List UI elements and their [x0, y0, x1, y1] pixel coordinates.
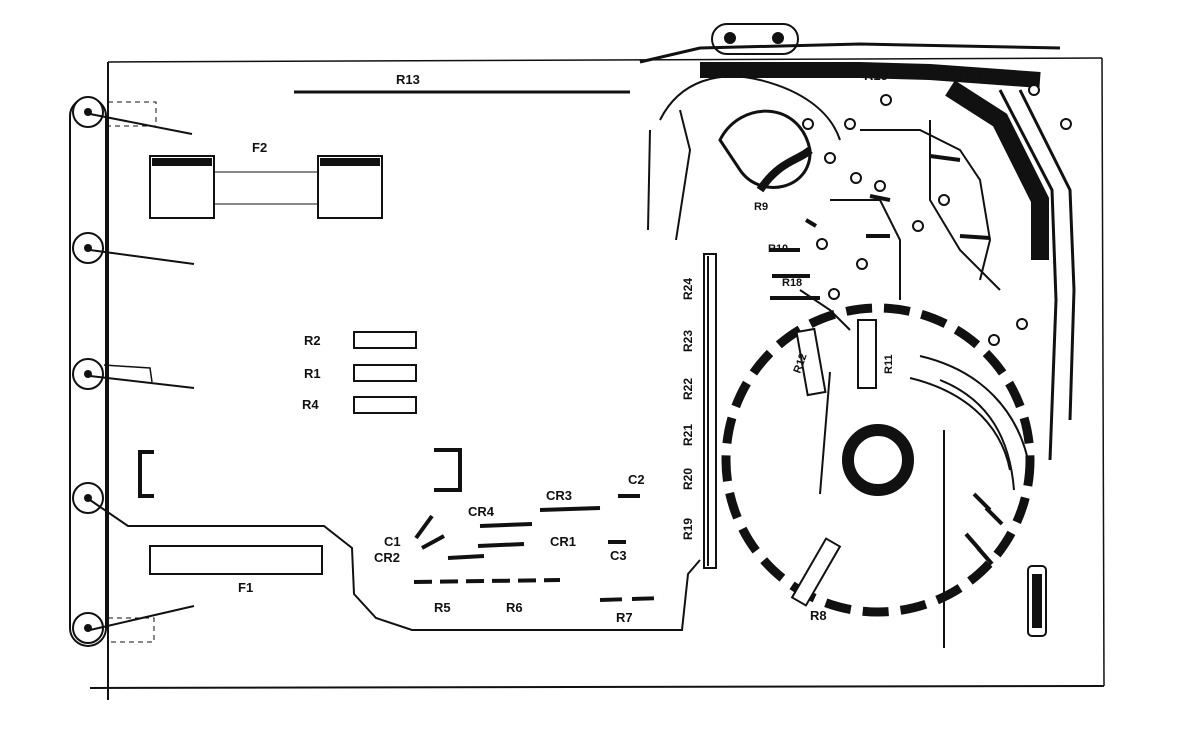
copper-traces [639, 42, 1076, 461]
label-r16: R16 [960, 68, 984, 83]
resistor-group-left [353, 331, 417, 414]
small-components [413, 494, 665, 602]
label-f1: F1 [238, 580, 253, 595]
fuse-f2 [149, 155, 383, 219]
label-cr2: CR2 [374, 550, 400, 565]
label-r1: R1 [304, 366, 321, 381]
label-c3: C3 [610, 548, 627, 563]
board-outline [89, 57, 1105, 700]
label-r18: R18 [782, 277, 802, 289]
label-r10: R10 [768, 243, 788, 255]
label-r24: R24 [681, 278, 695, 300]
lower-right-components [964, 492, 1047, 637]
solder-pads [802, 84, 1072, 346]
terminal-leads [89, 113, 701, 631]
label-r21: R21 [681, 424, 695, 446]
label-r19: R19 [681, 518, 695, 540]
terminal-1 [72, 96, 104, 128]
clip-brackets [138, 448, 462, 498]
label-r15: R15 [864, 68, 888, 83]
resistor-r1 [353, 364, 417, 382]
label-c2: C2 [628, 472, 645, 487]
label-cr4: CR4 [468, 504, 495, 519]
terminal-4 [72, 482, 104, 514]
labels: R13 R15 R16 F2 F1 R2 R1 R4 R5 R6 R7 R8 R… [238, 68, 984, 625]
label-r11: R11 [883, 354, 895, 374]
label-r20: R20 [681, 468, 695, 490]
label-r13: R13 [396, 72, 420, 87]
label-c1: C1 [384, 534, 401, 549]
top-connector [711, 23, 799, 55]
resistor-r4 [353, 396, 417, 414]
label-cr3: CR3 [546, 488, 572, 503]
label-r23: R23 [681, 330, 695, 352]
label-r7: R7 [616, 610, 633, 625]
terminal-strip [69, 96, 157, 647]
resistor-strip [703, 253, 717, 569]
label-r8: R8 [810, 608, 827, 623]
label-r22: R22 [681, 378, 695, 400]
terminal-3 [72, 358, 104, 390]
terminal-2 [72, 232, 104, 264]
resistor-r2 [353, 331, 417, 349]
label-f2: F2 [252, 140, 267, 155]
label-r4: R4 [302, 397, 319, 412]
label-r9: R9 [754, 201, 768, 213]
label-r2: R2 [304, 333, 321, 348]
fuse-f1 [149, 545, 323, 575]
toroid-transformer [721, 303, 1035, 648]
label-r5: R5 [434, 600, 451, 615]
label-r6: R6 [506, 600, 523, 615]
label-cr1: CR1 [550, 534, 576, 549]
